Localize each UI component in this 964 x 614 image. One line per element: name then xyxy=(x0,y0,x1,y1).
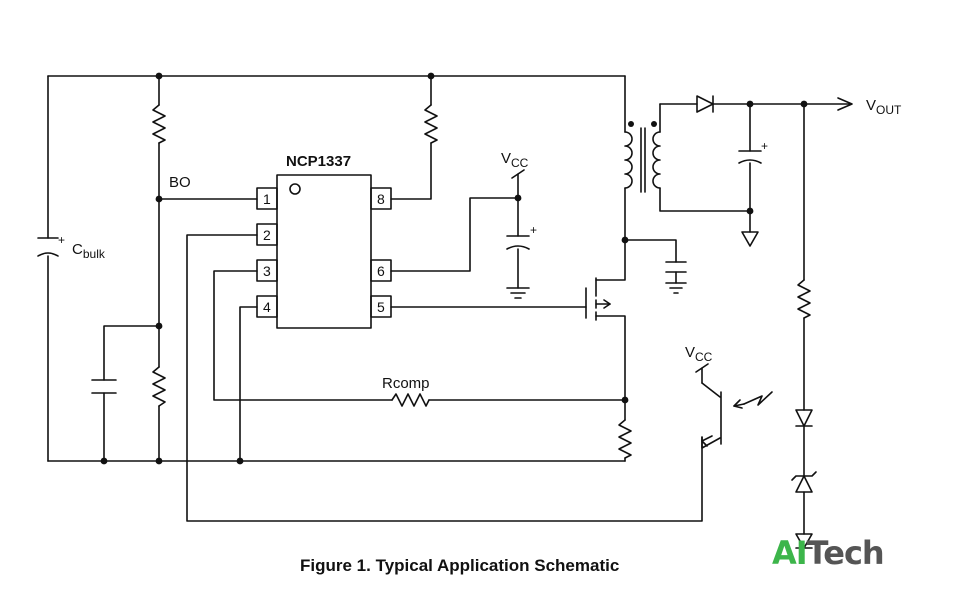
bo-filter-capacitor xyxy=(91,325,160,462)
pin-label-8: 8 xyxy=(377,191,385,207)
junction-dots xyxy=(100,72,808,465)
mosfet-switch xyxy=(595,239,626,401)
pin3-rcomp-wire xyxy=(213,270,626,407)
output-cap-plus: + xyxy=(761,139,768,153)
pin-label-5: 5 xyxy=(377,299,385,315)
rcomp-label: Rcomp xyxy=(382,375,430,392)
pin-label-3: 3 xyxy=(263,263,271,279)
vcc-label-ic: VCC xyxy=(501,150,529,170)
pin5-gate-wire xyxy=(390,287,587,319)
pin-label-6: 6 xyxy=(377,263,385,279)
feedback-resistor xyxy=(797,103,811,411)
vcc-ic-subscript: CC xyxy=(511,156,529,170)
ic-body xyxy=(276,174,372,329)
snubber-capacitor xyxy=(624,239,687,294)
cbulk-label: Cbulk xyxy=(72,241,106,261)
top-rail-wire xyxy=(47,75,626,462)
vcc-capacitor xyxy=(506,235,530,299)
zener-diode xyxy=(791,471,817,535)
pin4-ground-wire xyxy=(239,306,258,462)
cbulk-subscript: bulk xyxy=(83,247,106,261)
bulk-capacitor xyxy=(37,237,59,257)
opto-light-arrow xyxy=(733,391,773,409)
vcc-label-opto: VCC xyxy=(685,344,713,364)
transformer-primary xyxy=(624,75,633,241)
vcc-cap-plus: + xyxy=(530,223,537,237)
pin8-startup-resistor xyxy=(390,75,438,200)
figure-caption-text: Figure 1. Typical Application Schematic xyxy=(300,556,620,575)
output-capacitor xyxy=(738,103,762,247)
watermark-tech: Tech xyxy=(806,534,885,572)
bo-label: BO xyxy=(169,174,191,191)
cbulk-plus: + xyxy=(58,233,65,247)
vout-label: VOUT xyxy=(866,97,902,117)
current-sense-resistor xyxy=(618,399,632,462)
pin-label-1: 1 xyxy=(263,191,271,207)
watermark-ai: AI xyxy=(772,534,808,572)
pin-label-4: 4 xyxy=(263,299,271,315)
bo-upper-resistor xyxy=(152,75,166,327)
watermark-logo: AITech xyxy=(772,534,885,572)
pin6-vcc-wire xyxy=(390,169,525,272)
transformer-secondary xyxy=(652,103,751,212)
opto-phototransistor xyxy=(695,363,722,449)
led-diode xyxy=(795,533,813,549)
feedback-diode xyxy=(795,409,813,477)
output-diode xyxy=(659,95,853,113)
vout-subscript: OUT xyxy=(876,103,902,117)
bo-lower-resistor xyxy=(152,325,166,462)
vcc-opto-subscript: CC xyxy=(695,350,713,364)
ic-name-label: NCP1337 xyxy=(286,153,351,170)
pin2-feedback-wire xyxy=(186,234,703,522)
pin-label-2: 2 xyxy=(263,227,271,243)
transformer-core xyxy=(640,127,646,193)
